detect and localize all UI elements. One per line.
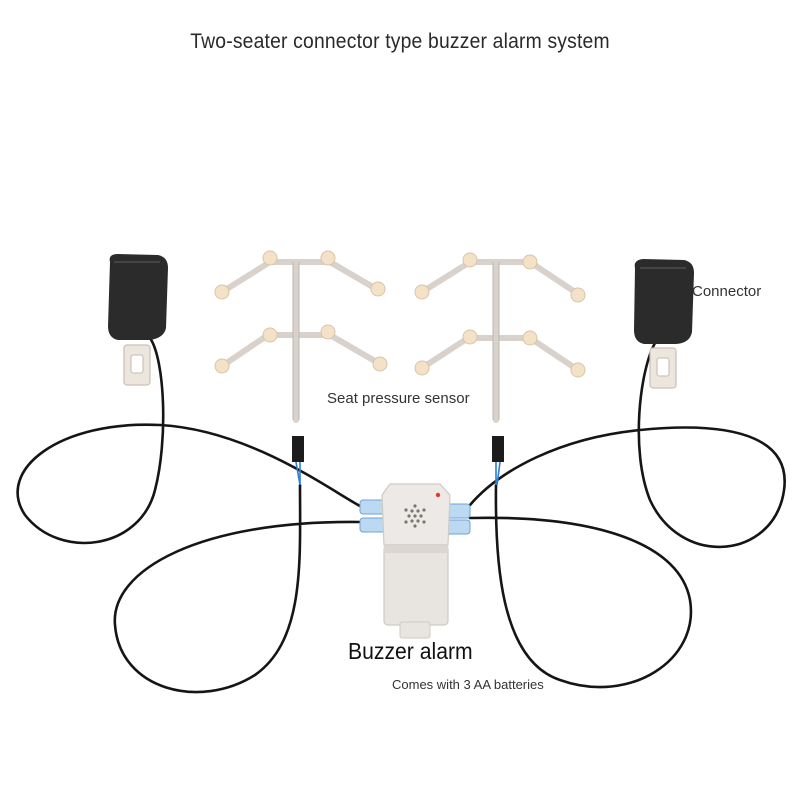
connector-label: Connector [692,283,762,300]
cables [16,336,786,694]
right-seat-sensor [414,252,586,486]
right-connector-cable [468,341,786,549]
seat-sensor-label: Seat pressure sensor [327,390,470,407]
right-sensor-cable [468,483,693,689]
left-seatbelt-connector [108,254,168,386]
right-seatbelt-connector [634,259,694,389]
buzzer-alarm-box [359,483,471,639]
left-seat-sensor [214,250,388,486]
buzzer-label: Buzzer alarm [348,638,473,664]
led-indicator [435,492,441,498]
page-title: Two-seater connector type buzzer alarm s… [190,30,610,53]
batteries-caption: Comes with 3 AA batteries [392,677,544,692]
left-sensor-cable [113,483,362,694]
left-connector-cable [16,336,362,545]
